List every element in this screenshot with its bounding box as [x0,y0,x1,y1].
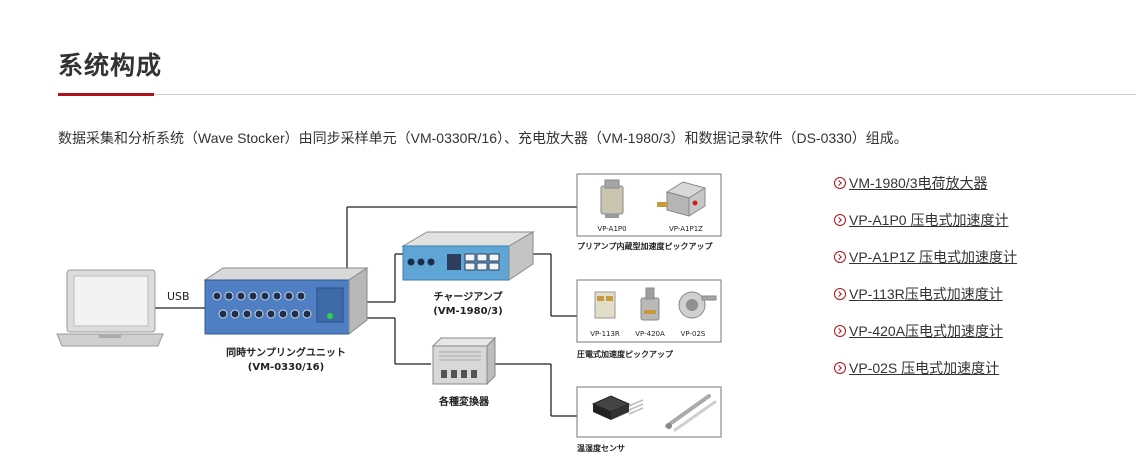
converter-name: 各種変換器 [438,395,490,408]
vp-02s-icon [678,291,717,319]
charge-amp-device [401,231,535,281]
connection-lines [153,206,577,417]
circle-arrow-right-icon [834,288,846,300]
system-diagram: USB 同時サンプリングユニット (VM-0330/16) チャージアンプ (V… [56,173,722,453]
temp-sensor-caption: 温湿度センサ [577,443,625,453]
link-label: VP-A1P1Z 压电式加速度计 [849,249,1018,265]
charge-amp-model: (VM-1980/3) [433,306,502,317]
product-link-item: VM-1980/3电荷放大器 [834,173,1017,210]
product-link-item: VP-113R压电式加速度计 [834,284,1017,321]
preamp-caption: プリアンプ内蔵型加速度ピックアップ [577,241,713,251]
vp-113r-label: VP-113R [590,330,620,338]
title-divider [58,94,1136,95]
link-label: VP-420A压电式加速度计 [849,323,1004,339]
link-label: VM-1980/3电荷放大器 [849,175,988,191]
sampling-unit-name: 同時サンプリングユニット [226,346,346,359]
charge-amp-name: チャージアンプ [434,290,504,303]
page-title: 系统构成 [58,51,163,80]
link-label: VP-02S 压电式加速度计 [849,360,1000,376]
converter-device [431,336,497,386]
circle-arrow-right-icon [834,214,846,226]
vp-420a-icon [640,287,660,321]
temp-sensor-box [576,386,722,438]
circle-arrow-right-icon [834,177,846,189]
title-accent-bar [58,93,154,96]
vp-a1p1z-label: VP-A1P1Z [669,225,703,233]
link-vp-113r[interactable]: VP-113R压电式加速度计 [834,284,1003,304]
product-link-item: VP-A1P0 压电式加速度计 [834,210,1017,247]
piezo-caption: 圧電式加速度ピックアップ [577,349,674,359]
temp-sensor-icon [591,395,644,420]
link-vp-a1p1z[interactable]: VP-A1P1Z 压电式加速度计 [834,247,1017,267]
link-vp-a1p0[interactable]: VP-A1P0 压电式加速度计 [834,210,1008,230]
link-vm-1980-3[interactable]: VM-1980/3电荷放大器 [834,173,987,193]
link-label: VP-A1P0 压电式加速度计 [849,212,1009,228]
product-link-list: VM-1980/3电荷放大器 VP-A1P0 压电式加速度计 VP-A1P1Z … [834,173,1017,395]
usb-label: USB [167,290,190,303]
circle-arrow-right-icon [834,251,846,263]
circle-arrow-right-icon [834,325,846,337]
vp-a1p0-label: VP-A1P0 [597,225,626,233]
vp-113r-icon [594,291,616,319]
intro-text: 数据采集和分析系统（Wave Stocker）由同步采样单元（VM-0330R/… [58,130,908,146]
sampling-unit-model: (VM-0330/16) [248,362,324,373]
link-vp-02s[interactable]: VP-02S 压电式加速度计 [834,358,999,378]
laptop-icon [56,269,164,347]
vp-a1p0-icon [600,179,624,218]
vp-420a-label: VP-420A [635,330,665,338]
circle-arrow-right-icon [834,362,846,374]
temp-probe-icon [665,394,717,432]
link-label: VP-113R压电式加速度计 [849,286,1003,302]
product-link-item: VP-02S 压电式加速度计 [834,358,1017,395]
vp-a1p1z-icon [657,181,707,217]
product-link-item: VP-420A压电式加速度计 [834,321,1017,358]
vp-02s-label: VP-02S [681,330,706,338]
link-vp-420a[interactable]: VP-420A压电式加速度计 [834,321,1003,341]
sampling-unit-device [203,267,369,336]
product-link-item: VP-A1P1Z 压电式加速度计 [834,247,1017,284]
